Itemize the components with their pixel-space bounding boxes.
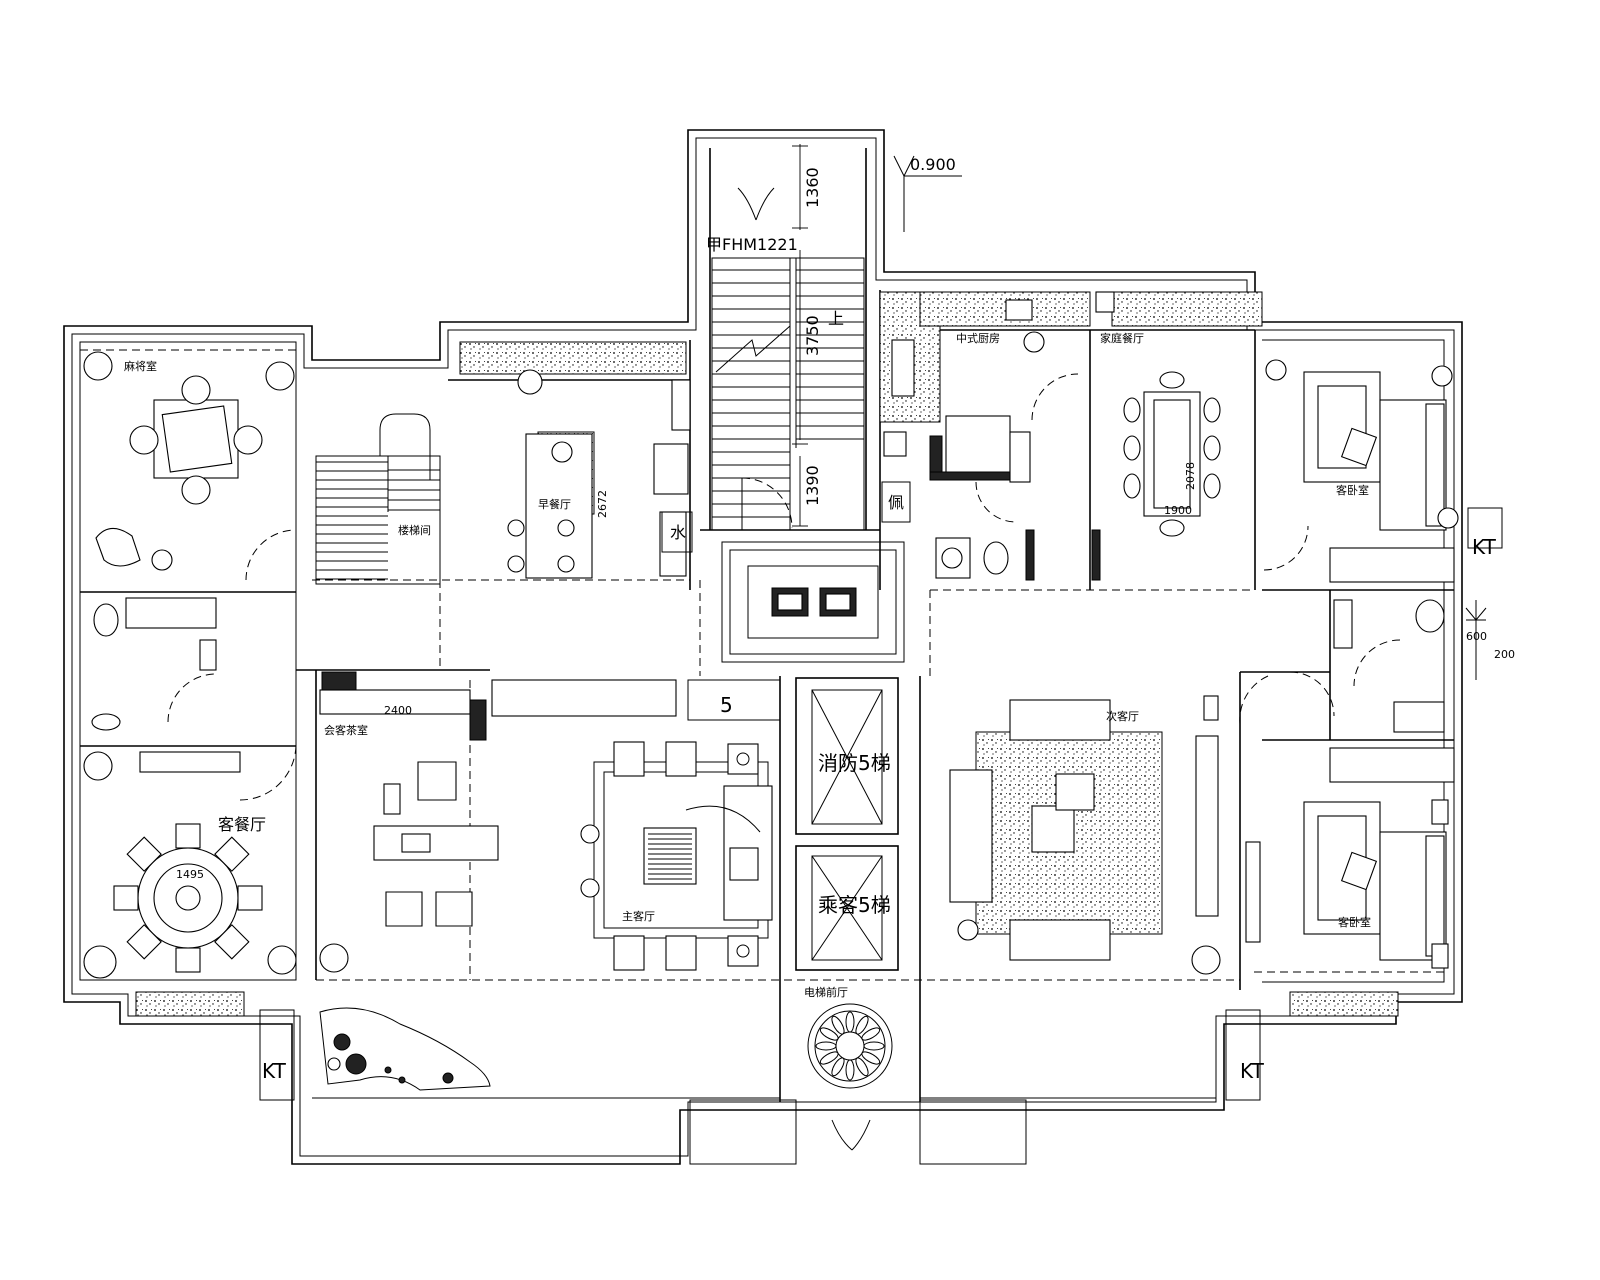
room-label-main-living: 主客厅: [622, 909, 655, 923]
outer-walls: [63, 129, 1463, 1165]
medallion: [807, 1003, 893, 1089]
label-kt-right-bottom: KT: [1240, 1059, 1265, 1083]
room-label-guest-bed-top: 客卧室: [1336, 483, 1369, 497]
bath-right-furniture: [1329, 599, 1455, 783]
breakfast-furniture: [507, 369, 691, 579]
dim-600: 600: [1466, 630, 1487, 643]
dim-1360: 1360: [803, 167, 822, 208]
dim-2078: 2078: [1184, 462, 1197, 490]
dim-200: 200: [1494, 648, 1515, 661]
room-label-breakfast: 早餐厅: [538, 497, 571, 511]
room-label-stairwell: 楼梯间: [398, 523, 431, 537]
dashed-lines: [80, 349, 1444, 981]
room-label-guest-bed-bottom: 客卧室: [1338, 915, 1371, 929]
room-label-guest-dining: 客餐厅: [218, 815, 266, 834]
family-dining-furniture: [1095, 291, 1221, 537]
label-up: 上: [828, 309, 844, 328]
dim-1390: 1390: [803, 465, 822, 506]
room-label-fire-elevator: 消防5梯: [818, 751, 891, 775]
meeting-tea-furniture: [319, 671, 677, 973]
mahjong-room-furniture: [83, 351, 295, 571]
misc-labels: 水 佩 上 甲FHM1221 0.900 KT KT KT 5: [262, 155, 1497, 1083]
bedroom-top-furniture: [1265, 359, 1459, 583]
dim-1900: 1900: [1164, 504, 1192, 517]
label-shaft-num: 5: [720, 693, 733, 717]
dimension-lines: [259, 144, 1503, 1101]
room-label-passenger-elevator: 乘客5梯: [818, 893, 891, 917]
main-stairs: [711, 257, 865, 531]
dimension-labels: 1360 3750 1390 2078 1900 600 200 2400 14…: [176, 167, 1515, 881]
room-label-meeting-tea: 会客茶室: [324, 723, 368, 737]
dim-3750: 3750: [803, 315, 822, 356]
label-level: 0.900: [910, 155, 956, 174]
room-labels: 麻将室 楼梯间 早餐厅 中式厨房 家庭餐厅 客卧室 客餐厅 会客茶室 主客厅 消…: [124, 331, 1371, 999]
label-pei: 佩: [888, 493, 904, 512]
room-label-chinese-kitchen: 中式厨房: [956, 332, 1000, 345]
room-label-mahjong: 麻将室: [124, 359, 157, 373]
label-kt-right: KT: [1472, 535, 1497, 559]
garden: [319, 1007, 491, 1091]
label-water: 水: [670, 523, 686, 542]
lobby-carpet: [721, 541, 905, 663]
secondary-stairs: [315, 413, 441, 585]
room-label-elevator-hall: 电梯前厅: [804, 985, 848, 999]
dim-2672: 2672: [596, 490, 609, 518]
label-kt-left-bottom: KT: [262, 1059, 287, 1083]
label-door-code: 甲FHM1221: [706, 235, 798, 254]
room-label-family-dining: 家庭餐厅: [1100, 331, 1144, 345]
main-living-furniture: [580, 741, 773, 971]
room-label-second-living: 次客厅: [1106, 709, 1139, 723]
second-living-furniture: [949, 695, 1261, 975]
bath-left-furniture: [91, 597, 217, 731]
dim-1495: 1495: [176, 868, 204, 881]
doors: [167, 187, 1401, 1151]
bedroom-bottom-furniture: [1303, 799, 1449, 969]
kitchen-furniture: [883, 299, 1101, 581]
dim-2400: 2400: [384, 704, 412, 717]
elevators: [687, 679, 883, 961]
guest-dining-furniture: [83, 751, 297, 979]
